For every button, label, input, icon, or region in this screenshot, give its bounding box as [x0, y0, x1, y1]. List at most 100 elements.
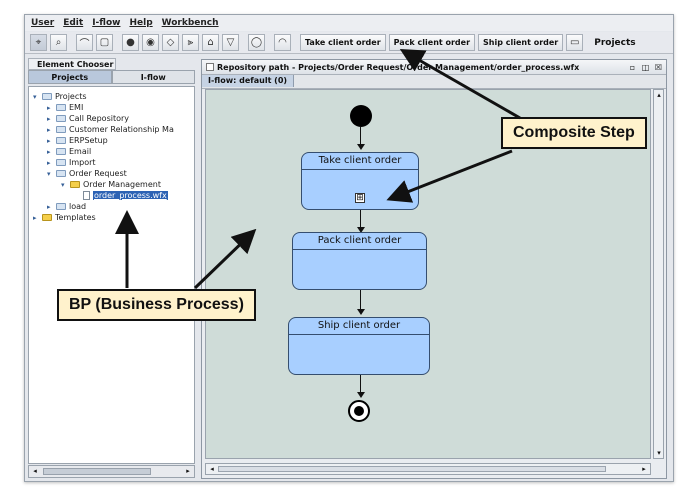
tree-item-import[interactable]: ▸Import	[47, 158, 96, 167]
menu-bar: User Edit I-flow Help Workbench	[25, 15, 673, 31]
oval-shape-button[interactable]: ◯	[248, 34, 265, 51]
tree-item-emi[interactable]: ▸EMI	[47, 103, 84, 112]
end-node[interactable]	[348, 400, 370, 422]
fork-icon: ⫸	[187, 37, 194, 48]
menu-user[interactable]: User	[31, 18, 55, 28]
scroll-thumb[interactable]	[43, 468, 151, 475]
editor-window-controls: ▫ ◫ ☒	[627, 63, 666, 72]
collapsed-handle-icon[interactable]: ▸	[47, 136, 51, 145]
collapsed-handle-icon[interactable]: ▸	[33, 213, 37, 222]
scroll-thumb[interactable]	[218, 466, 606, 472]
start-node-button[interactable]: ●	[122, 34, 139, 51]
collapsed-handle-icon[interactable]: ▸	[47, 103, 51, 112]
flow-arrow-icon	[357, 309, 365, 315]
tree-horizontal-scrollbar[interactable]: ◂ ▸	[28, 465, 195, 478]
expanded-handle-icon[interactable]: ▾	[47, 169, 51, 178]
folder-icon	[56, 137, 66, 144]
toolbar: ⌖ ⌕ ⌒ ▢ ● ◉ ◇ ⫸ ⌂ ▽ ◯ ◠ Take client orde…	[25, 32, 673, 54]
collapsed-handle-icon[interactable]: ▸	[47, 114, 51, 123]
minimize-icon[interactable]: ▫	[629, 62, 636, 72]
take-client-order-button[interactable]: Take client order	[300, 34, 386, 51]
start-node[interactable]	[350, 105, 372, 127]
tree-item-erpsetup[interactable]: ▸ERPSetup	[47, 136, 108, 145]
scroll-left-icon[interactable]: ◂	[210, 465, 214, 473]
home-shape-button[interactable]: ⌂	[202, 34, 219, 51]
editor-tabbar: I-flow: default (0)	[202, 75, 666, 89]
scroll-right-icon[interactable]: ▸	[642, 465, 646, 473]
tree-item-crm[interactable]: ▸Customer Relationship Ma	[47, 125, 174, 134]
folder-icon	[56, 126, 66, 133]
folder-icon	[56, 203, 66, 210]
menu-edit[interactable]: Edit	[63, 18, 84, 28]
folder-icon	[56, 170, 66, 177]
menu-iflow[interactable]: I-flow	[92, 18, 121, 28]
open-folder-icon	[70, 181, 80, 188]
flow-arrow-icon	[357, 392, 365, 398]
tree-item-order-process[interactable]: order_process.wfx	[83, 190, 168, 201]
tree-item-email[interactable]: ▸Email	[47, 147, 92, 156]
fork-node-button[interactable]: ⫸	[182, 34, 199, 51]
curve-icon: ⌒	[79, 39, 90, 50]
collapsed-handle-icon[interactable]: ▸	[47, 158, 51, 167]
tree-item-templates[interactable]: ▸Templates	[33, 213, 96, 222]
expand-composite-icon[interactable]: ⊞	[355, 193, 365, 203]
restore-icon[interactable]: ◫	[641, 62, 650, 72]
scroll-up-icon[interactable]: ▴	[657, 91, 661, 99]
diamond-icon: ◇	[166, 37, 175, 48]
oval-icon: ◯	[250, 37, 263, 48]
tab-iflow-default[interactable]: I-flow: default (0)	[202, 75, 295, 87]
rounded-rect-icon: ▭	[570, 37, 580, 48]
scroll-right-icon[interactable]: ▸	[186, 467, 190, 475]
composite-step-callout: Composite Step	[501, 117, 647, 149]
element-chooser-panel: Element Chooser Projects I-flow ▾Project…	[28, 58, 195, 478]
tree-item-call-repository[interactable]: ▸Call Repository	[47, 114, 130, 123]
tab-iflow[interactable]: I-flow	[111, 70, 195, 84]
close-icon[interactable]: ☒	[654, 62, 663, 72]
step-tool-button[interactable]: ▢	[96, 34, 113, 51]
collapsed-handle-icon[interactable]: ▸	[47, 125, 51, 134]
tree-item-load[interactable]: ▸load	[47, 202, 87, 211]
arc-tool-button[interactable]: ◠	[274, 34, 291, 51]
folder-icon	[56, 115, 66, 122]
step-icon: ▢	[99, 37, 110, 48]
arc-icon: ◠	[278, 37, 287, 48]
flow-line	[360, 290, 361, 311]
zoom-tool-button[interactable]: ⌕	[50, 34, 67, 51]
canvas-vertical-scrollbar[interactable]: ▴ ▾	[653, 89, 664, 459]
menu-workbench[interactable]: Workbench	[161, 18, 219, 28]
menu-help[interactable]: Help	[129, 18, 153, 28]
transition-tool-button[interactable]: ⌒	[76, 34, 93, 51]
step-pack-client-order[interactable]: Pack client order	[292, 232, 427, 290]
editor-titlebar: Repository path - Projects/Order Request…	[202, 60, 666, 75]
dot-icon: ●	[126, 37, 135, 48]
scroll-down-icon[interactable]: ▾	[657, 449, 661, 457]
cursor-icon: ⌖	[35, 37, 42, 48]
extra-step-button[interactable]: ▭	[566, 34, 584, 51]
folder-icon	[42, 214, 52, 221]
tab-projects[interactable]: Projects	[28, 70, 112, 84]
editor-checkbox[interactable]	[206, 63, 214, 71]
shield-shape-button[interactable]: ▽	[222, 34, 239, 51]
canvas-horizontal-scrollbar[interactable]: ◂ ▸	[205, 463, 651, 475]
expanded-handle-icon[interactable]: ▾	[33, 92, 37, 101]
business-process-callout: BP (Business Process)	[57, 289, 256, 321]
chooser-tabs: Projects I-flow	[28, 70, 195, 84]
tree-item-projects[interactable]: ▾Projects	[33, 92, 87, 101]
tree-item-order-management[interactable]: ▾Order Management	[61, 180, 161, 189]
end-node-button[interactable]: ◉	[142, 34, 159, 51]
collapsed-handle-icon[interactable]: ▸	[47, 147, 51, 156]
step-take-client-order[interactable]: Take client order ⊞	[301, 152, 419, 210]
flow-line	[360, 375, 361, 394]
ship-client-order-button[interactable]: Ship client order	[478, 34, 564, 51]
folder-icon	[56, 159, 66, 166]
shield-icon: ▽	[226, 37, 235, 48]
tree-item-order-request[interactable]: ▾Order Request	[47, 169, 127, 178]
scroll-left-icon[interactable]: ◂	[33, 467, 37, 475]
step-ship-client-order[interactable]: Ship client order	[288, 317, 430, 375]
decision-node-button[interactable]: ◇	[162, 34, 179, 51]
pack-client-order-button[interactable]: Pack client order	[388, 34, 476, 51]
select-tool-button[interactable]: ⌖	[30, 34, 47, 51]
expanded-handle-icon[interactable]: ▾	[61, 180, 65, 189]
element-chooser-title: Element Chooser	[28, 58, 116, 70]
collapsed-handle-icon[interactable]: ▸	[47, 202, 51, 211]
